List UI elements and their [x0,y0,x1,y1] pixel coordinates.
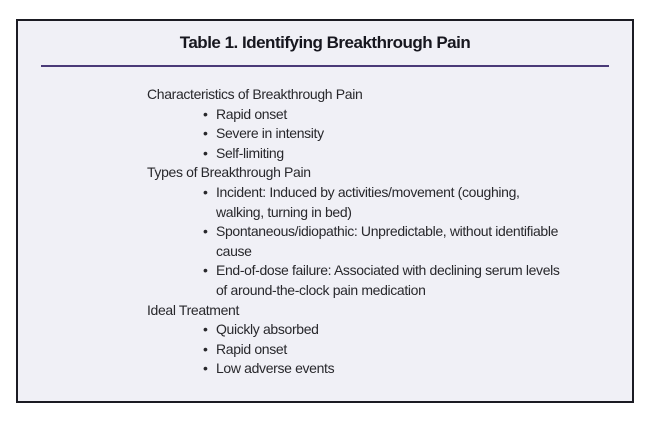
bullet-icon: • [203,223,208,240]
bullet-item-text: Spontaneous/idiopathic: Unpredictable, w… [216,223,559,240]
bullet-icon: • [203,105,208,122]
bullet-item-line: • Quickly absorbed [147,320,614,340]
table-content: Characteristics of Breakthrough Pain • Rap… [18,85,632,379]
section-heading: Ideal Treatment [147,301,240,318]
bullet-item-line: • Severe in intensity [147,124,614,144]
bullet-item-line: • Rapid onset [147,105,614,125]
bullet-icon: • [203,183,208,200]
section-heading: Types of Breakthrough Pain [147,164,311,181]
bullet-continuation-line: cause [147,242,614,262]
bullet-item-text: walking, turning in bed) [216,203,352,220]
bullet-item-text: Self-limiting [216,144,284,161]
bullet-item-text: of around-the-clock pain medication [216,281,426,298]
bullet-icon: • [203,360,208,377]
bullet-item-text: End-of-dose failure: Associated with dec… [216,262,560,279]
title-rule [41,65,609,67]
bullet-item-text: Low adverse events [216,360,335,377]
bullet-item-line: • Self-limiting [147,144,614,164]
bullet-icon: • [203,340,208,357]
bullet-item-text: Rapid onset [216,340,287,357]
bullet-item-text: Rapid onset [216,105,287,122]
bullet-icon: • [203,125,208,142]
bullet-item-text: cause [216,242,252,259]
table-title: Table 1. Identifying Breakthrough Pain [179,33,471,52]
bullet-item-text: Severe in intensity [216,125,324,142]
bullet-item-line: • Spontaneous/idiopathic: Unpredictable, … [147,222,614,242]
bullet-continuation-line: of around-the-clock pain medication [147,281,614,301]
bullet-item-line: • End-of-dose failure: Associated with de… [147,261,614,281]
bullet-item-line: • Low adverse events [147,359,614,379]
bullet-item-text: Incident: Induced by activities/movement… [216,183,520,200]
bullet-item-line: • Rapid onset [147,340,614,360]
bullet-icon: • [203,144,208,161]
bullet-icon: • [203,321,208,338]
bullet-continuation-line: walking, turning in bed) [147,203,614,223]
table-box: Table 1. Identifying Breakthrough Pain C… [16,19,634,403]
bullet-icon: • [203,262,208,279]
bullet-item-text: Quickly absorbed [216,321,319,338]
section-heading: Characteristics of Breakthrough Pain [147,86,363,102]
bullet-item-line: • Incident: Induced by activities/movemen… [147,183,614,203]
